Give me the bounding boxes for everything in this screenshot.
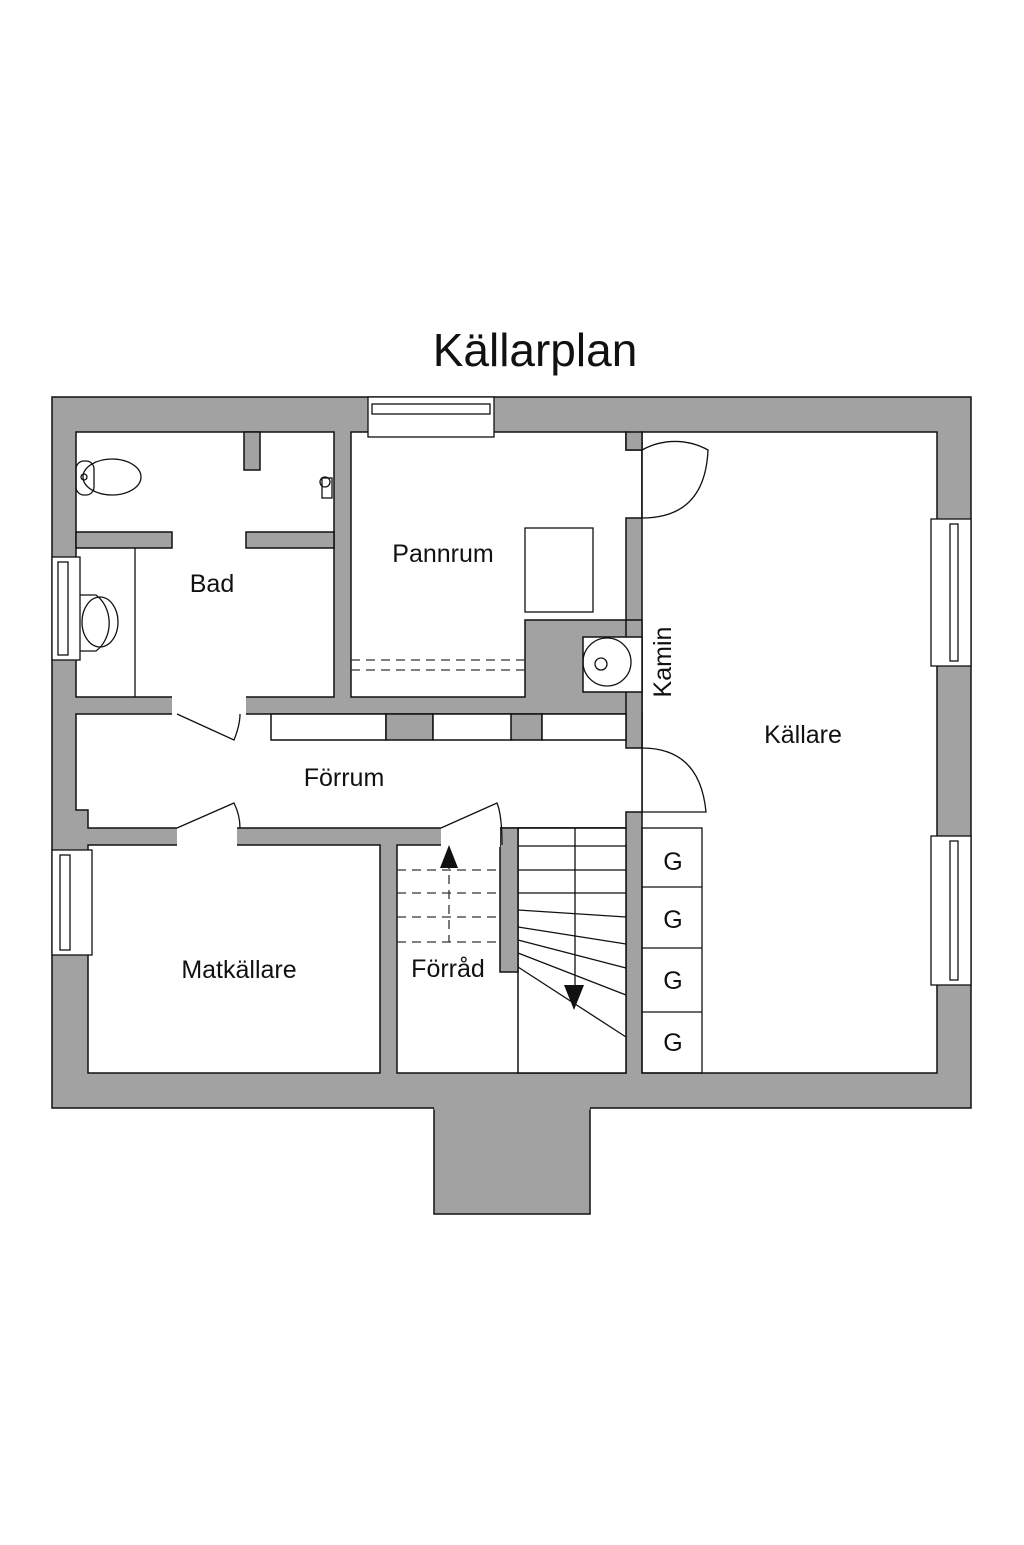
label-kallare: Källare (764, 721, 842, 749)
storage-label: G (663, 906, 682, 934)
label-bad: Bad (190, 570, 234, 598)
fixtures (75, 458, 333, 652)
arrow-down-icon (564, 985, 584, 1010)
doors (176, 440, 709, 846)
room-kallare (641, 431, 938, 1074)
storage-label: G (663, 967, 682, 995)
sink-icon (80, 594, 119, 652)
label-forrum: Förrum (304, 764, 385, 792)
room-matkallare (87, 844, 381, 1074)
toilet-icon (75, 458, 142, 496)
arrow-up-icon (440, 845, 458, 868)
room-labels: Bad Pannrum Kamin Källare Förrum Matkäll… (181, 540, 842, 984)
windows (51, 396, 972, 986)
label-kamin: Kamin (649, 627, 677, 698)
storage-units: G G G G (641, 827, 703, 1074)
label-pannrum: Pannrum (392, 540, 493, 568)
label-matkallare: Matkällare (181, 956, 296, 984)
storage-label: G (663, 848, 682, 876)
plan-title: Källarplan (433, 324, 638, 376)
rooms (75, 431, 938, 1074)
label-forrad: Förråd (411, 955, 485, 983)
staircase (397, 828, 627, 1038)
storage-label: G (663, 1029, 682, 1057)
room-bad (75, 431, 335, 698)
faucet-icon (319, 476, 333, 499)
